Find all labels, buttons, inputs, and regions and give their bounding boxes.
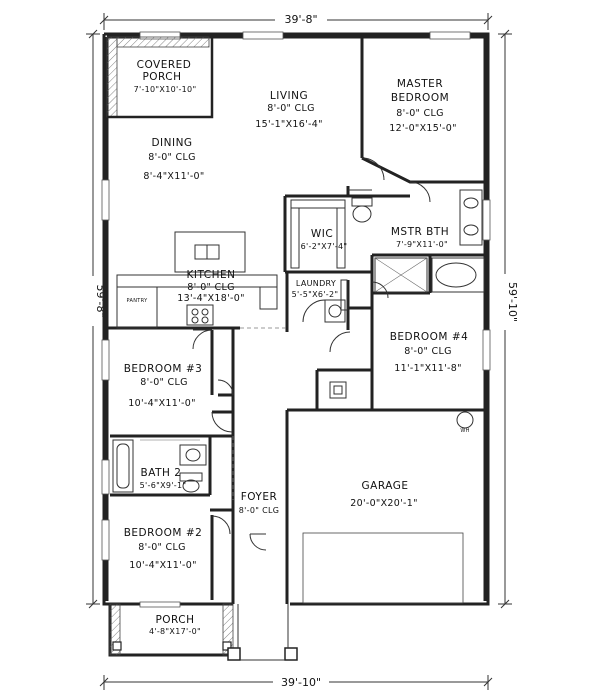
porch-name: PORCH: [155, 614, 194, 626]
bath2-fixtures: [112, 439, 207, 493]
wic-shelving: [290, 189, 372, 269]
living-name: LIVING: [270, 90, 308, 102]
covered-porch-size: 7'-10"X10'-10": [134, 85, 197, 94]
laundry-fixtures: [324, 279, 348, 323]
wh-name: WH: [460, 428, 469, 434]
room-labels: COVERED PORCH 7'-10"X10'-10" LIVING 8'-0…: [124, 59, 470, 636]
bath2-name: BATH 2: [141, 467, 182, 479]
master-bedroom-size: 12'-0"X15'-0": [389, 123, 457, 134]
kitchen-fixtures: [116, 231, 278, 329]
garage-name: GARAGE: [362, 480, 409, 492]
master-bath-fixtures: [351, 181, 485, 293]
dining-ceiling: 8'-0" CLG: [148, 152, 196, 163]
living-size: 15'-1"X16'-4": [255, 119, 323, 130]
master-bedroom-name-line1: MASTER: [397, 78, 443, 90]
kitchen-ceiling: 8'-0" CLG: [187, 282, 235, 293]
dining-size: 8'-4"X11'-0": [143, 171, 204, 182]
master-bedroom-name-line2: BEDROOM: [391, 92, 449, 104]
porch-size: 4'-8"X17'-0": [149, 627, 201, 636]
bedroom3-name: BEDROOM #3: [124, 363, 203, 375]
covered-porch-name-line1: COVERED: [137, 59, 192, 71]
bedroom2-name: BEDROOM #2: [124, 527, 203, 539]
garage-size: 20'-0"X20'-1": [350, 498, 418, 509]
bedroom3-ceiling: 8'-0" CLG: [140, 377, 188, 388]
wic-size: 6'-2"X7'-4": [301, 242, 348, 251]
bedroom2-size: 10'-4"X11'-0": [129, 560, 197, 571]
dining-name: DINING: [151, 137, 192, 149]
door-swings: [192, 157, 389, 551]
front-porch-area: [108, 603, 298, 661]
bedroom2-ceiling: 8'-0" CLG: [138, 542, 186, 553]
windows: [101, 31, 491, 608]
bedroom3-size: 10'-4"X11'-0": [128, 398, 196, 409]
laundry-name: LAUNDRY: [296, 279, 336, 288]
bottom-dimension: 39'-10": [281, 676, 321, 689]
foyer-name: FOYER: [241, 491, 278, 503]
top-dimension: 39'-8": [284, 13, 317, 26]
wic-name: WIC: [311, 228, 333, 240]
foyer-ceiling: 8'-0" CLG: [239, 506, 279, 515]
master-bedroom-ceiling: 8'-0" CLG: [396, 108, 444, 119]
laundry-size: 5'-5"X6'-2": [292, 290, 339, 299]
pantry-name: PANTRY: [127, 298, 149, 304]
right-dimension: 59'-10": [506, 282, 519, 322]
kitchen-name: KITCHEN: [187, 269, 236, 281]
mstr-bth-name: MSTR BTH: [391, 226, 449, 238]
bedroom4-ceiling: 8'-0" CLG: [404, 346, 452, 357]
covered-porch-name-line2: PORCH: [142, 71, 181, 83]
mstr-bth-size: 7'-9"X11'-0": [396, 240, 448, 249]
bedroom4-size: 11'-1"X11'-8": [394, 363, 462, 374]
covered-porch-area: [106, 36, 214, 119]
garage-items: [302, 381, 474, 604]
kitchen-size: 13'-4"X18'-0": [177, 293, 245, 304]
living-ceiling: 8'-0" CLG: [267, 103, 315, 114]
exterior-walls: [102, 32, 490, 606]
bedroom4-name: BEDROOM #4: [390, 331, 469, 343]
interior-walls: [107, 37, 485, 604]
bath2-size: 5'-6"X9'-1": [140, 481, 187, 490]
